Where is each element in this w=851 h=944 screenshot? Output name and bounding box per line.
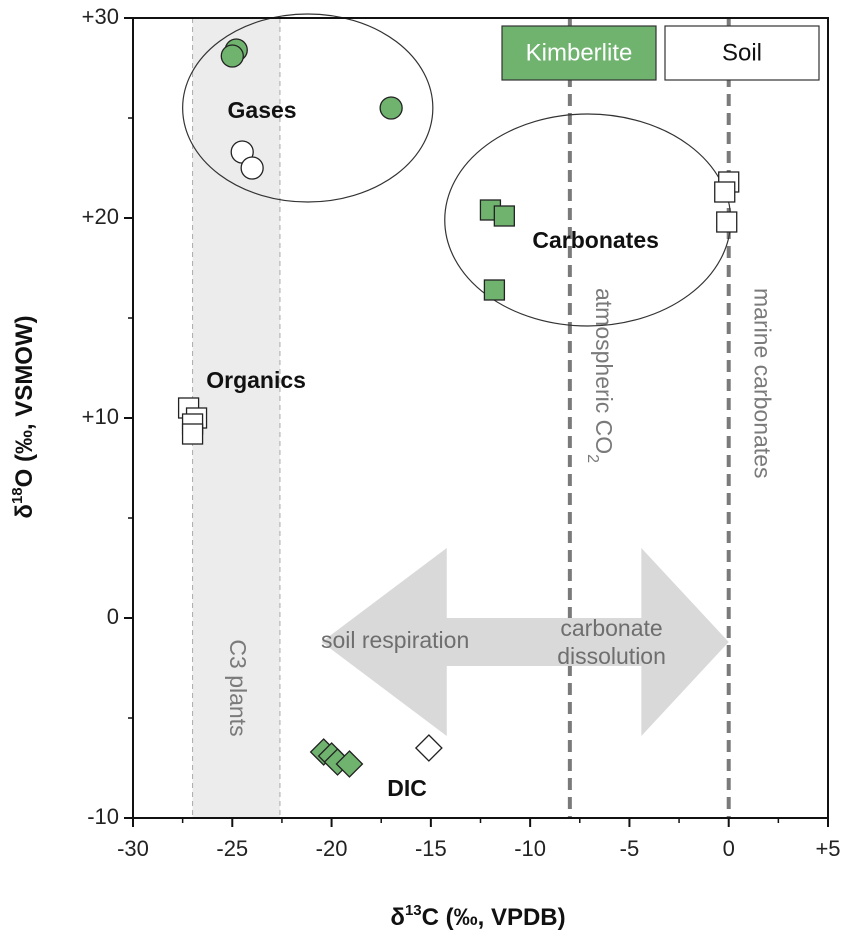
x-axis-title-delta: δ bbox=[390, 904, 405, 931]
legend-swatch-kimberlite bbox=[501, 25, 657, 81]
x-tick-label-0: -30 bbox=[117, 836, 149, 861]
group-label-organics: Organics bbox=[206, 367, 306, 393]
gases-region bbox=[182, 13, 434, 203]
x-tick-label-7: +5 bbox=[815, 836, 840, 861]
reference-line-label-main-1: marine carbonates bbox=[750, 288, 776, 479]
x-tick-label-3: -15 bbox=[415, 836, 447, 861]
y-tick-label-0: -10 bbox=[87, 804, 119, 829]
point-dic-soil-0 bbox=[414, 734, 443, 762]
x-tick-label-6: 0 bbox=[723, 836, 735, 861]
point-gases-soil-1 bbox=[240, 156, 264, 180]
y-tick-label-1: 0 bbox=[107, 604, 119, 629]
point-carbonates-kimberlite-2 bbox=[483, 279, 506, 301]
x-axis-title-rest: C (‰, VPDB) bbox=[422, 904, 566, 931]
c3-plants-label: C3 plants bbox=[225, 639, 251, 736]
point-carbonates-soil-1 bbox=[714, 181, 736, 203]
reference-line-label-main-0: atmospheric CO bbox=[591, 288, 617, 454]
arrow-label-right-line-0: carbonate bbox=[560, 615, 662, 641]
x-tick-label-2: -20 bbox=[316, 836, 348, 861]
reference-line-label-0: atmospheric CO2 bbox=[584, 288, 617, 463]
y-tick-label-3: +20 bbox=[82, 204, 119, 229]
process-arrow-right bbox=[541, 548, 729, 736]
arrow-label-right-line-1: dissolution bbox=[557, 643, 666, 669]
group-label-gases: Gases bbox=[228, 97, 297, 123]
point-dic-kimberlite-3 bbox=[335, 750, 364, 778]
arrow-label-left: soil respiration bbox=[321, 627, 469, 653]
legend-label-soil: Soil bbox=[722, 39, 762, 66]
point-carbonates-soil-2 bbox=[716, 211, 738, 233]
point-gases-kimberlite-1 bbox=[220, 44, 244, 68]
y-axis-title-delta: δ bbox=[11, 504, 38, 519]
x-tick-label-5: -5 bbox=[620, 836, 640, 861]
x-tick-label-1: -25 bbox=[216, 836, 248, 861]
legend-label-kimberlite: Kimberlite bbox=[526, 39, 633, 66]
legend: Kimberlite Soil bbox=[501, 25, 820, 81]
y-tick-label-2: +10 bbox=[82, 404, 119, 429]
y-axis-title-rest: O (‰, VSMOW) bbox=[11, 315, 38, 487]
reference-line-label-1: marine carbonates bbox=[750, 288, 776, 479]
y-tick-label-4: +30 bbox=[82, 4, 119, 29]
point-carbonates-kimberlite-1 bbox=[493, 205, 515, 227]
y-axis-title: δ18O (‰, VSMOW) bbox=[9, 315, 38, 518]
process-arrow-left bbox=[321, 548, 582, 736]
reference-lines-layer: atmospheric CO2 marine carbonates bbox=[567, 18, 776, 818]
x-tick-label-4: -10 bbox=[514, 836, 546, 861]
axes-layer: -30 -25 -20 -15 -10 -5 0 +5 -10 0 +10 +20 +30 bbox=[82, 4, 841, 861]
y-axis-title-superscript: 18 bbox=[9, 487, 26, 504]
x-axis-title: δ13C (‰, VPDB) bbox=[390, 902, 565, 931]
group-label-carbonates: Carbonates bbox=[532, 227, 659, 253]
point-gases-kimberlite-2 bbox=[379, 96, 403, 120]
legend-swatch-soil bbox=[664, 25, 820, 81]
point-organics-soil-3 bbox=[181, 423, 204, 445]
x-axis-title-superscript: 13 bbox=[405, 902, 422, 919]
group-label-dic: DIC bbox=[387, 775, 427, 801]
reference-line-label-sub-0: 2 bbox=[584, 454, 601, 463]
data-points-layer bbox=[177, 38, 740, 778]
